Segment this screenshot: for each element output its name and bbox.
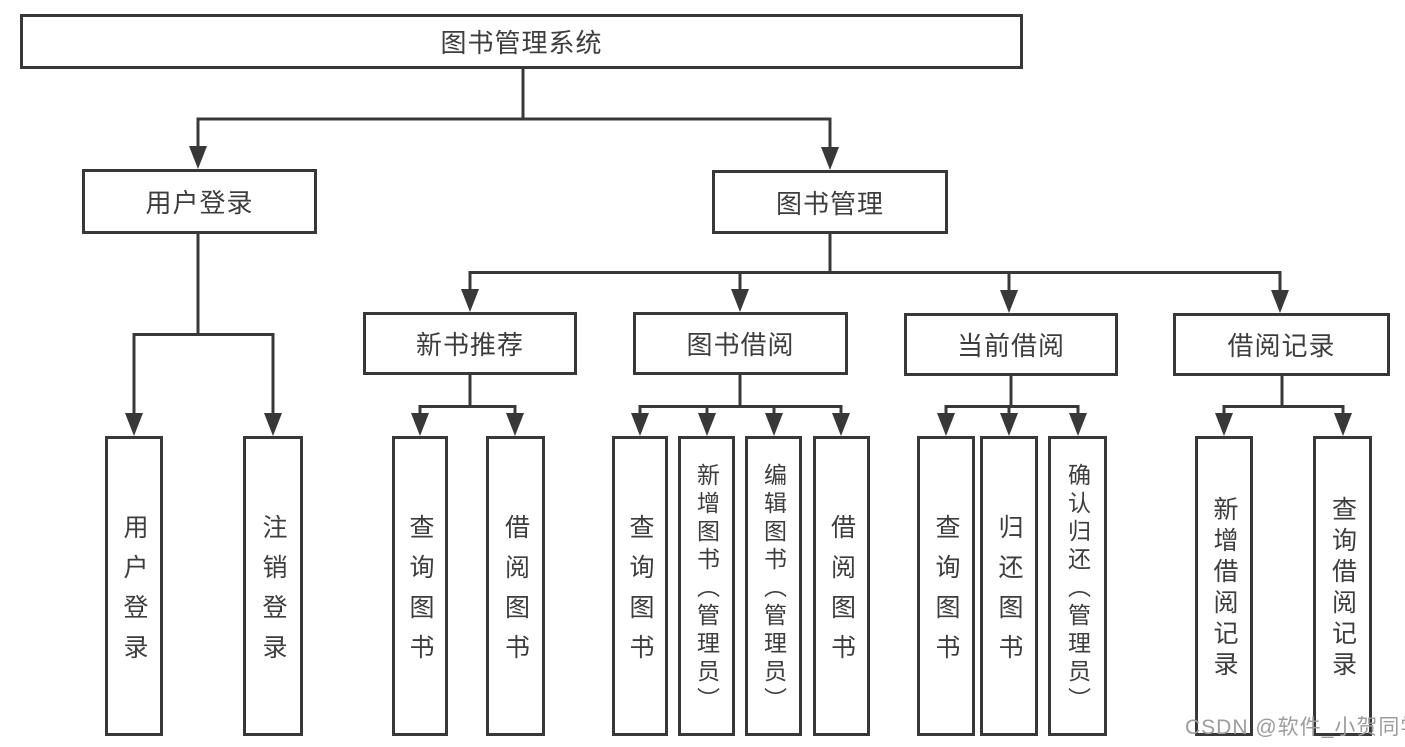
node-root: 图书管理系统 (20, 14, 1023, 69)
arrow-down-icon (631, 413, 649, 436)
arrow-down-icon (1000, 413, 1018, 436)
connector-user-login-to-leaves (132, 234, 275, 414)
arrow-down-icon (125, 413, 143, 436)
leaf-query-books-recommend: 查询图书 (392, 436, 448, 736)
arrow-down-icon (1271, 290, 1289, 313)
connector-lines (132, 68, 1345, 414)
arrow-down-icon (765, 413, 783, 436)
arrow-down-icon (1215, 413, 1233, 436)
leaf-borrow-books-recommend: 借阅图书 (486, 436, 545, 736)
node-user-login-label: 用户登录 (145, 188, 254, 218)
leaf-query-borrow-record-label: 查询借阅记录 (1328, 496, 1357, 682)
node-current-borrowing-label: 当前借阅 (956, 331, 1065, 361)
leaf-return-books-label: 归还图书 (995, 513, 1023, 674)
connector-borrowing-records-to-leaves (1222, 376, 1345, 414)
leaf-query-books-current-label: 查询图书 (932, 513, 960, 674)
leaf-logout-label: 注销登录 (259, 513, 287, 674)
leaf-query-books-recommend-label: 查询图书 (406, 513, 434, 674)
node-new-book-recommend: 新书推荐 (363, 312, 577, 375)
leaf-add-borrow-record: 新增借阅记录 (1195, 436, 1253, 736)
leaf-borrow-books-borrowing-label: 借阅图书 (827, 513, 856, 674)
arrow-down-icon (698, 413, 716, 436)
connector-book-management-to-level3 (468, 234, 1282, 292)
connector-new-book-recommend-to-leaves (418, 375, 517, 414)
node-borrowing-records-label: 借阅记录 (1227, 331, 1336, 361)
arrow-down-icon (1069, 413, 1087, 436)
node-book-management-label: 图书管理 (775, 188, 884, 219)
arrow-down-icon (461, 289, 479, 312)
node-book-borrowing: 图书借阅 (633, 312, 848, 375)
leaf-query-borrow-record: 查询借阅记录 (1313, 436, 1372, 736)
leaf-confirm-return-admin-label: 确认归还（管理员） (1064, 462, 1091, 715)
leaf-edit-book-admin-label: 编辑图书（管理员） (760, 462, 787, 715)
leaf-add-borrow-record-label: 新增借阅记录 (1210, 496, 1238, 682)
connector-book-borrowing-to-leaves (638, 375, 843, 414)
arrow-down-icon (937, 413, 955, 436)
watermark-text: CSDN @软件_小贺同学 (1185, 716, 1405, 739)
leaf-query-books-current: 查询图书 (917, 436, 975, 736)
arrow-down-icon (1000, 290, 1018, 313)
node-book-borrowing-label: 图书借阅 (686, 330, 795, 360)
leaf-add-book-admin-label: 新增图书（管理员） (693, 462, 720, 715)
leaf-return-books: 归还图书 (980, 436, 1038, 736)
leaf-edit-book-admin: 编辑图书（管理员） (745, 436, 802, 736)
leaf-user-login: 用户登录 (105, 436, 163, 736)
arrow-down-icon (832, 413, 850, 436)
leaf-logout: 注销登录 (243, 436, 303, 736)
arrow-down-icon (264, 413, 282, 436)
node-borrowing-records: 借阅记录 (1173, 313, 1390, 376)
arrow-down-icon (821, 147, 839, 170)
node-new-book-recommend-label: 新书推荐 (415, 330, 524, 360)
node-user-login: 用户登录 (82, 169, 317, 234)
node-book-management: 图书管理 (712, 170, 948, 234)
leaf-borrow-books-borrowing: 借阅图书 (813, 436, 870, 736)
arrow-down-icon (189, 146, 207, 169)
leaf-confirm-return-admin: 确认归还（管理员） (1048, 436, 1107, 736)
arrow-down-icon (506, 413, 524, 436)
leaf-query-books-borrowing-label: 查询图书 (626, 513, 654, 674)
connector-current-borrowing-to-leaves (944, 376, 1080, 414)
arrow-down-icon (1334, 413, 1352, 436)
leaf-borrow-books-recommend-label: 借阅图书 (501, 513, 530, 674)
node-current-borrowing: 当前借阅 (904, 313, 1118, 376)
arrow-down-icon (411, 413, 429, 436)
leaf-query-books-borrowing: 查询图书 (612, 436, 668, 736)
leaf-user-login-label: 用户登录 (120, 513, 148, 674)
connector-root-to-level2 (196, 68, 832, 149)
leaf-add-book-admin: 新增图书（管理员） (678, 436, 735, 736)
arrow-down-icon (731, 289, 749, 312)
node-root-label: 图书管理系统 (440, 28, 603, 58)
arrowheads (125, 146, 1352, 436)
